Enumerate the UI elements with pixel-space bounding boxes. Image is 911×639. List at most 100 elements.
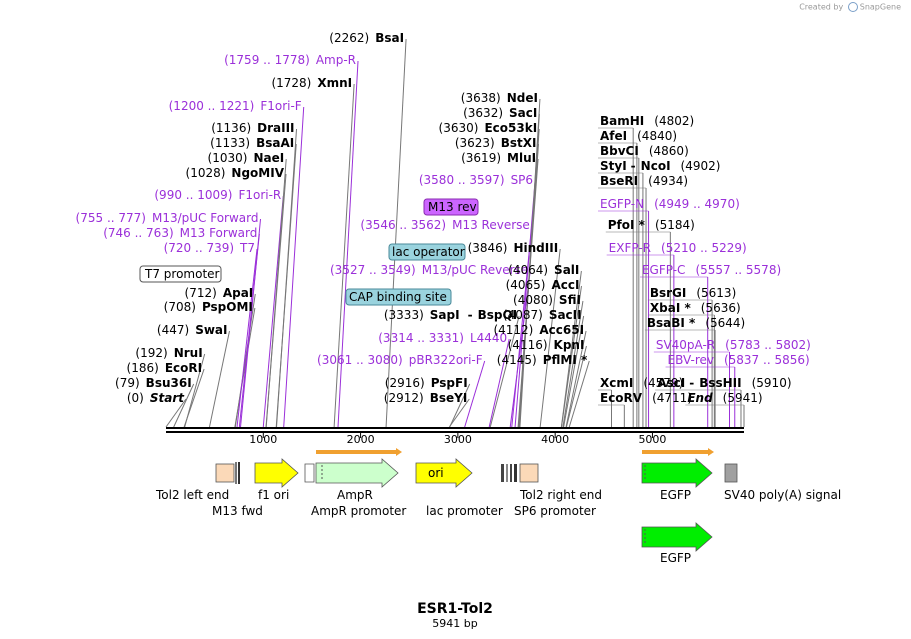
site-position: (4065) bbox=[506, 278, 546, 292]
site-9[interactable]: (755 .. 777)M13/pUC Forward bbox=[76, 211, 259, 225]
site-19[interactable]: (2912)BseYI bbox=[384, 391, 468, 405]
site-38[interactable]: (4116)KpnI bbox=[508, 338, 585, 352]
site-position: (708) bbox=[164, 300, 196, 314]
feature-stub bbox=[235, 462, 237, 484]
site-51[interactable]: BsrGI(5613) bbox=[650, 286, 736, 300]
site-20[interactable]: (2916)PspFI bbox=[385, 376, 468, 390]
site-position: (3061 .. 3080) bbox=[317, 353, 403, 367]
site-26[interactable]: (3580 .. 3597)SP6 bbox=[419, 173, 533, 187]
tol2-left-end-feature[interactable] bbox=[215, 463, 235, 483]
ori-arrow[interactable] bbox=[415, 458, 473, 488]
site-12[interactable]: (1030)NaeI bbox=[208, 151, 285, 165]
site-name: XcmI bbox=[600, 376, 633, 390]
egfp-arrow-row2[interactable] bbox=[641, 522, 713, 552]
site-leader bbox=[265, 158, 287, 428]
site-22[interactable]: (3314 .. 3331)L4440 bbox=[378, 331, 507, 345]
sv40-polya-feature[interactable] bbox=[724, 463, 738, 483]
site-35[interactable]: (4080)SfiI bbox=[513, 293, 581, 307]
tol2-right-end-feature[interactable] bbox=[519, 463, 539, 483]
site-44[interactable]: BbvCI(4860) bbox=[600, 144, 689, 158]
box-m13-rev bbox=[423, 198, 479, 216]
f1-ori-arrow[interactable] bbox=[254, 458, 299, 488]
site-2[interactable]: (186)EcoRI bbox=[127, 361, 203, 375]
site-47[interactable]: EGFP-N(4949 .. 4970) bbox=[600, 197, 740, 211]
site-18[interactable]: (2262)BsaI bbox=[329, 31, 404, 45]
label-cap-binding-site[interactable]: CAP binding site bbox=[349, 290, 447, 304]
site-30[interactable]: (3632)SacI bbox=[463, 106, 537, 120]
site-55[interactable]: EBV-rev(5837 .. 5856) bbox=[668, 353, 810, 367]
site-16[interactable]: (1728)XmnI bbox=[271, 76, 352, 90]
site-21[interactable]: (3061 .. 3080)pBR322ori-F bbox=[317, 353, 483, 367]
site-leader bbox=[184, 353, 206, 428]
site-41[interactable]: EcoRV(4711) bbox=[600, 391, 692, 405]
site-position: (447) bbox=[157, 323, 189, 337]
site-15[interactable]: (1200 .. 1221)F1ori-F bbox=[169, 99, 302, 113]
site-24[interactable]: (3527 .. 3549)M13/pUC Reverse bbox=[330, 263, 528, 277]
label-m13-rev[interactable]: M13 rev bbox=[428, 200, 477, 214]
site-43[interactable]: AfeI(4840) bbox=[600, 129, 677, 143]
site-name: EXFP-R bbox=[609, 241, 651, 255]
site-position: (3580 .. 3597) bbox=[419, 173, 505, 187]
site-position: (5184) bbox=[655, 218, 695, 232]
ampr-arrow[interactable] bbox=[315, 458, 399, 488]
site-5[interactable]: (708)PspOMI bbox=[164, 300, 253, 314]
site-position: (4112) bbox=[493, 323, 533, 337]
site-position: (1728) bbox=[271, 76, 311, 90]
sp6-promoter-feature[interactable] bbox=[514, 464, 517, 482]
site-29[interactable]: (3630)Eco53kI bbox=[439, 121, 538, 135]
site-7[interactable]: (720 .. 739)T7 bbox=[164, 241, 255, 255]
site-position: (5557 .. 5578) bbox=[695, 263, 781, 277]
site-8[interactable]: (746 .. 763)M13 Forward bbox=[103, 226, 257, 240]
site-31[interactable]: (3638)NdeI bbox=[461, 91, 538, 105]
site-34[interactable]: (4065)AccI bbox=[506, 278, 580, 292]
site-10[interactable]: (990 .. 1009)F1ori-R bbox=[154, 188, 281, 202]
site-3[interactable]: (192)NruI bbox=[135, 346, 202, 360]
egfp-arrow[interactable] bbox=[641, 458, 713, 488]
site-32[interactable]: (3846)HindIII bbox=[468, 241, 559, 255]
lac-promoter-feature[interactable] bbox=[501, 464, 504, 482]
site-25[interactable]: (3546 .. 3562)M13 Reverse bbox=[360, 218, 529, 232]
site-50[interactable]: EGFP-C (5557 .. 5578) bbox=[642, 263, 781, 277]
site-position: (0) bbox=[127, 391, 144, 405]
site-1[interactable]: (79)Bsu36I bbox=[115, 376, 192, 390]
site-position: (755 .. 777) bbox=[76, 211, 146, 225]
site-leaders bbox=[165, 38, 745, 428]
site-54[interactable]: SV40pA-R(5783 .. 5802) bbox=[656, 338, 811, 352]
label-lac-operator[interactable]: lac operator bbox=[392, 245, 465, 259]
site-49[interactable]: EXFP-R(5210 .. 5229) bbox=[609, 241, 747, 255]
site-48[interactable]: PfoI *(5184) bbox=[608, 218, 695, 232]
site-37[interactable]: (4112)Acc65I bbox=[493, 323, 584, 337]
site-name-2: NcoI bbox=[641, 159, 671, 173]
site-position: (4711) bbox=[652, 391, 692, 405]
site-53[interactable]: BsaBI *(5644) bbox=[647, 316, 745, 330]
site-13[interactable]: (1133)BsaAI bbox=[210, 136, 294, 150]
site-17[interactable]: (1759 .. 1778)Amp-R bbox=[224, 53, 356, 67]
site-leader bbox=[283, 106, 305, 428]
site-11[interactable]: (1028)NgoMIV bbox=[186, 166, 285, 180]
site-0[interactable]: (0)Start bbox=[127, 391, 185, 405]
site-28[interactable]: (3623)BstXI bbox=[455, 136, 537, 150]
site-45[interactable]: StyI-NcoI(4902) bbox=[600, 159, 720, 173]
site-6[interactable]: (712)ApaI bbox=[185, 286, 254, 300]
site-name: BbvCI bbox=[600, 144, 639, 158]
site-position: (3632) bbox=[463, 106, 503, 120]
site-name: EGFP-C bbox=[642, 263, 685, 277]
site-39[interactable]: (4145)PflMI * bbox=[497, 353, 588, 367]
site-23[interactable]: (3333)SapI-BspQI bbox=[384, 308, 517, 322]
label-t7-promoter[interactable]: T7 promoter bbox=[144, 267, 220, 281]
site-40[interactable]: XcmI(4579) bbox=[600, 376, 683, 390]
site-52[interactable]: XbaI *(5636) bbox=[650, 301, 741, 315]
site-33[interactable]: (4064)SalI bbox=[508, 263, 579, 277]
site-46[interactable]: BseRI(4934) bbox=[600, 174, 688, 188]
site-14[interactable]: (1136)DraIII bbox=[211, 121, 294, 135]
site-27[interactable]: (3619)MluI bbox=[461, 151, 536, 165]
site-36[interactable]: (4087)SacII bbox=[503, 308, 582, 322]
site-4[interactable]: (447)SwaI bbox=[157, 323, 228, 337]
m13-fwd-feature[interactable] bbox=[238, 462, 240, 484]
site-position: (4116) bbox=[508, 338, 548, 352]
site-57[interactable]: End(5941) bbox=[687, 391, 762, 405]
site-42[interactable]: BamHI(4802) bbox=[600, 114, 694, 128]
ampr-promoter-feature[interactable] bbox=[304, 463, 315, 483]
site-56[interactable]: AscI-BssHII(5910) bbox=[657, 376, 791, 390]
